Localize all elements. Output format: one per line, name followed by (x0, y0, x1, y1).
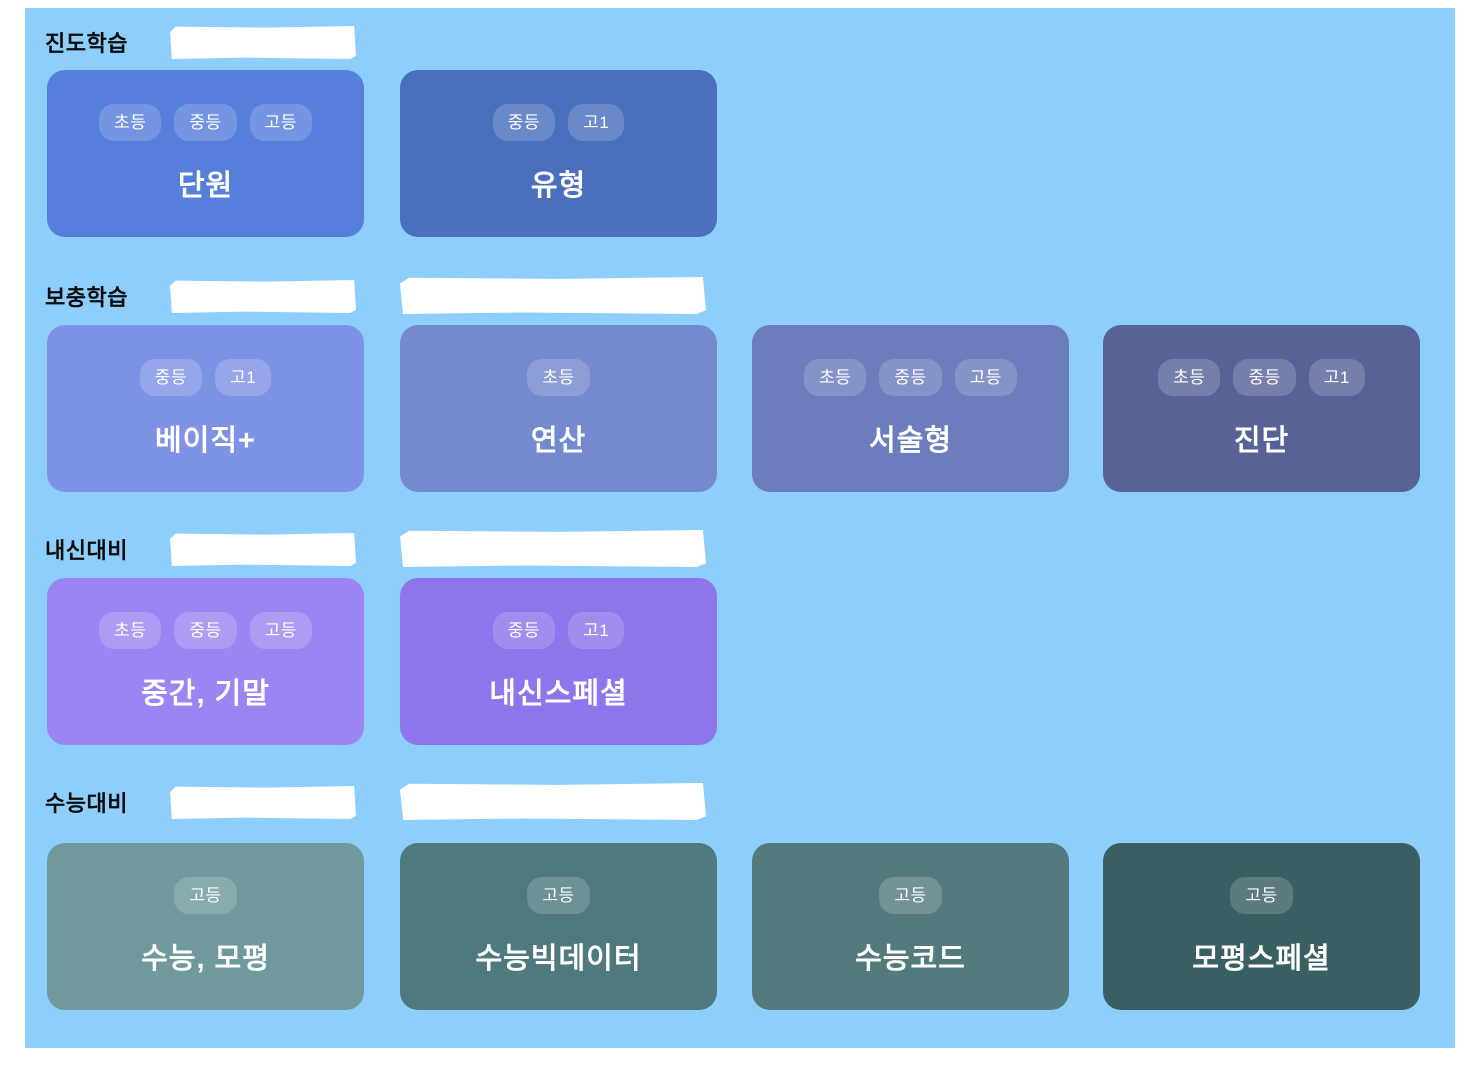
redaction-patch (170, 786, 356, 819)
card-title: 모평스페셜 (1192, 942, 1331, 975)
badge-row: 고등 (1230, 876, 1293, 914)
level-badge: 고1 (215, 358, 272, 396)
card-title: 수능빅데이터 (475, 942, 642, 975)
level-badge: 초등 (99, 611, 162, 649)
level-badge: 초등 (99, 103, 162, 141)
card-title: 유형 (530, 169, 587, 202)
level-badge: 고등 (174, 876, 237, 914)
card-title: 베이직+ (155, 424, 256, 457)
redaction-patch (400, 783, 706, 820)
badge-row: 중등 고1 (492, 611, 625, 649)
card-title: 단원 (177, 169, 234, 202)
badge-row: 중등 고1 (492, 103, 625, 141)
level-badge: 고등 (954, 358, 1017, 396)
section-label-progress-learning: 진도학습 (45, 31, 128, 56)
card-suneung-mopyeong[interactable]: 고등 수능, 모평 (47, 843, 364, 1010)
section-label-supplementary-learning: 보충학습 (45, 285, 128, 310)
badge-row: 초등 중등 고등 (99, 611, 312, 649)
card-title: 수능코드 (855, 942, 966, 975)
level-badge: 중등 (174, 103, 237, 141)
level-badge: 고등 (879, 876, 942, 914)
card-title: 연산 (530, 424, 587, 457)
level-badge: 고등 (527, 876, 590, 914)
badge-row: 초등 (527, 358, 590, 396)
level-badge: 고1 (568, 103, 625, 141)
level-badge: 고등 (249, 611, 312, 649)
badge-row: 초등 중등 고1 (1158, 358, 1365, 396)
redaction-patch (400, 277, 706, 314)
redaction-patch (400, 530, 706, 567)
card-midterm-final[interactable]: 초등 중등 고등 중간, 기말 (47, 578, 364, 745)
card-title: 수능, 모평 (141, 942, 270, 975)
card-yuhyeong[interactable]: 중등 고1 유형 (400, 70, 717, 237)
level-badge: 중등 (1233, 358, 1296, 396)
level-badge: 중등 (879, 358, 942, 396)
card-title: 서술형 (868, 424, 953, 457)
level-badge: 중등 (492, 103, 556, 141)
redaction-patch (170, 280, 356, 313)
level-badge: 중등 (174, 611, 237, 649)
card-danwon[interactable]: 초등 중등 고등 단원 (47, 70, 364, 237)
card-jindan[interactable]: 초등 중등 고1 진단 (1103, 325, 1420, 492)
card-mopyeong-special[interactable]: 고등 모평스페셜 (1103, 843, 1420, 1010)
level-badge: 고등 (1230, 876, 1293, 914)
badge-row: 고등 (879, 876, 942, 914)
level-badge: 초등 (1158, 358, 1221, 396)
redaction-patch (170, 26, 356, 59)
card-basic-plus[interactable]: 중등 고1 베이직+ (47, 325, 364, 492)
section-label-csat-prep: 수능대비 (45, 791, 128, 816)
level-badge: 초등 (804, 358, 867, 396)
card-suneung-code[interactable]: 고등 수능코드 (752, 843, 1069, 1010)
card-suneung-bigdata[interactable]: 고등 수능빅데이터 (400, 843, 717, 1010)
card-seosulhyeong[interactable]: 초등 중등 고등 서술형 (752, 325, 1069, 492)
level-badge: 고1 (568, 611, 625, 649)
level-badge: 고등 (249, 103, 312, 141)
card-title: 진단 (1233, 424, 1290, 457)
badge-row: 고등 (174, 876, 237, 914)
badge-row: 초등 중등 고등 (804, 358, 1017, 396)
level-badge: 중등 (492, 611, 556, 649)
card-yeonsan[interactable]: 초등 연산 (400, 325, 717, 492)
learning-menu-panel: 진도학습 초등 중등 고등 단원 중등 고1 유형 보충학습 중등 고1 (25, 8, 1455, 1048)
section-label-school-exam-prep: 내신대비 (45, 538, 128, 563)
badge-row: 초등 중등 고등 (99, 103, 312, 141)
card-naesin-special[interactable]: 중등 고1 내신스페셜 (400, 578, 717, 745)
card-title: 내신스페셜 (489, 677, 628, 710)
redaction-patch (170, 533, 356, 566)
level-badge: 중등 (139, 358, 203, 396)
badge-row: 중등 고1 (139, 358, 272, 396)
badge-row: 고등 (527, 876, 590, 914)
level-badge: 초등 (527, 358, 590, 396)
card-title: 중간, 기말 (141, 677, 270, 710)
level-badge: 고1 (1308, 358, 1365, 396)
